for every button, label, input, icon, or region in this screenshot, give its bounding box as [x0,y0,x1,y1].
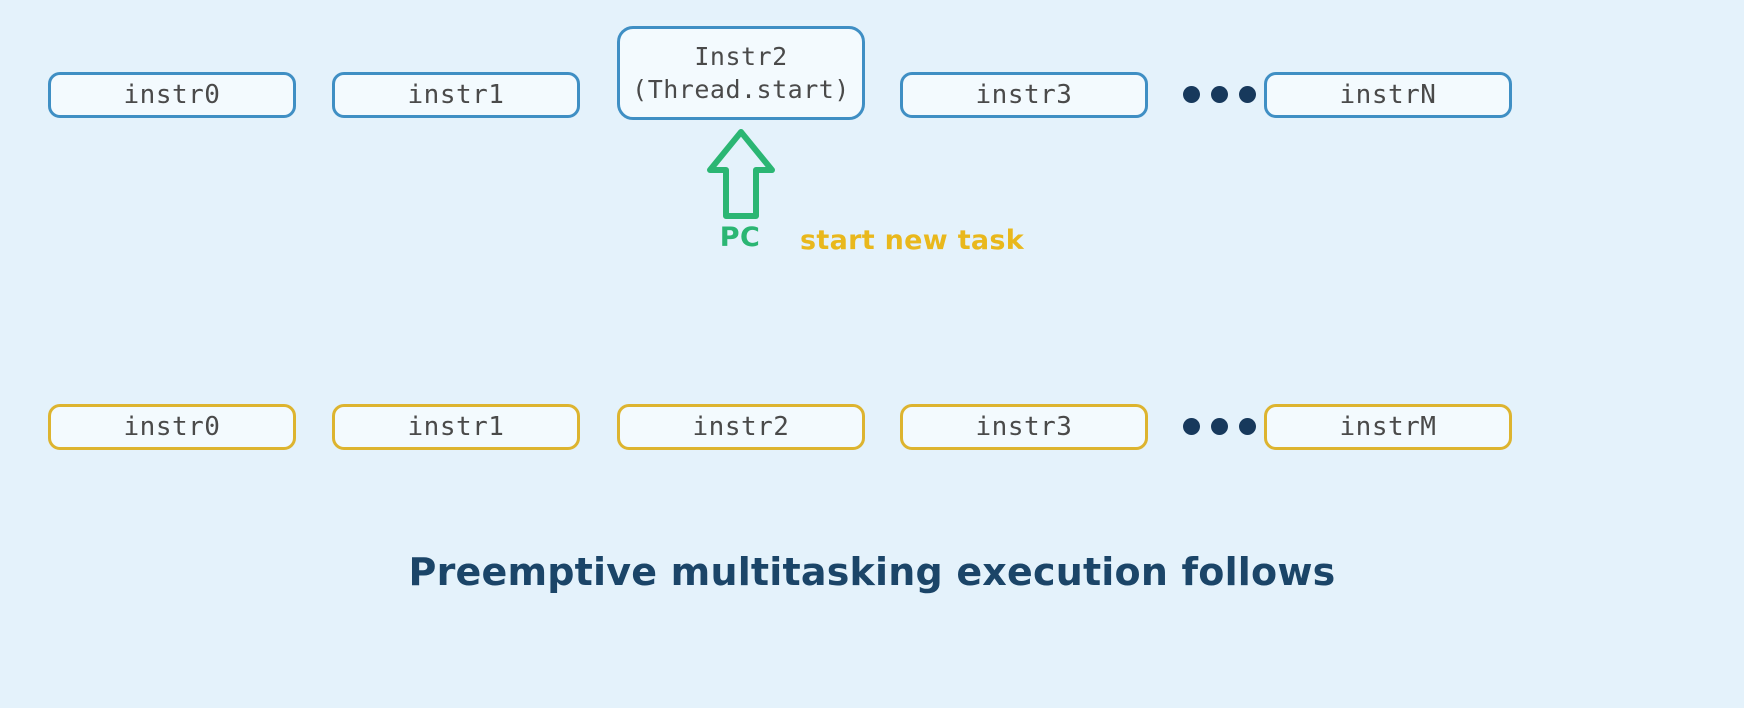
ellipsis-dot [1211,86,1228,103]
instruction-box-bottom-0[interactable]: instr0 [48,404,296,450]
ellipsis-icon-bottom [1183,418,1256,435]
instruction-box-bottom-1[interactable]: instr1 [332,404,580,450]
ellipsis-icon-top [1183,86,1256,103]
instruction-box-top-1[interactable]: instr1 [332,72,580,118]
pc-up-arrow-icon [707,129,775,219]
instruction-box-top-n[interactable]: instrN [1264,72,1512,118]
ellipsis-dot [1211,418,1228,435]
start-new-task-label: start new task [800,225,1025,256]
diagram-caption: Preemptive multitasking execution follow… [408,550,1336,594]
pc-label: PC [719,222,761,253]
ellipsis-dot [1183,86,1200,103]
instruction-box-bottom-2[interactable]: instr2 [617,404,865,450]
instruction-box-bottom-3[interactable]: instr3 [900,404,1148,450]
instruction-box-top-thread-start[interactable]: Instr2 (Thread.start) [617,26,865,120]
ellipsis-dot [1239,418,1256,435]
ellipsis-dot [1239,86,1256,103]
instruction-box-bottom-m[interactable]: instrM [1264,404,1512,450]
instruction-box-top-0[interactable]: instr0 [48,72,296,118]
instruction-box-top-3[interactable]: instr3 [900,72,1148,118]
ellipsis-dot [1183,418,1200,435]
